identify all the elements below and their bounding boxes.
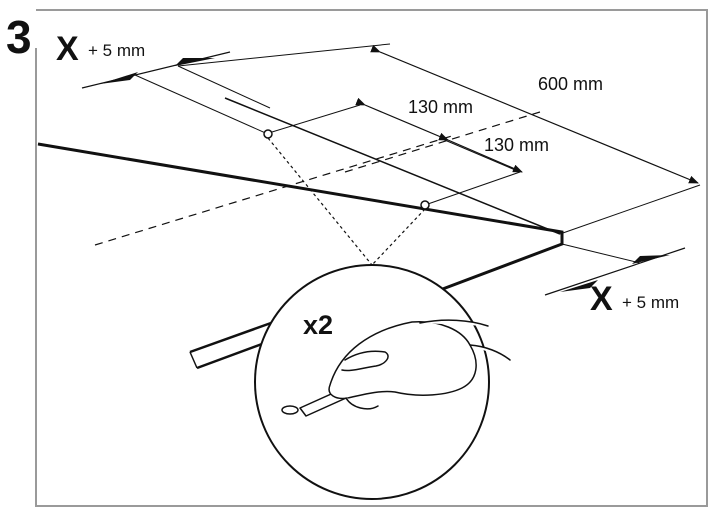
worktop-lower-edge-thin (189, 351, 198, 369)
depth-label: 600 mm (538, 74, 604, 94)
spacing-extension-top (271, 104, 361, 133)
worktop-edge-right (224, 97, 561, 235)
dashed-reference-long (94, 134, 456, 246)
depth-extension-top (177, 43, 391, 67)
mark-count-label: x2 (303, 310, 334, 340)
spacing-dimension-upper (355, 97, 449, 141)
worktop-front-bottom (37, 143, 76, 151)
right-offset-arrow-b (632, 255, 670, 264)
offset-arrow-right (175, 58, 215, 66)
mark-hole-right (420, 200, 430, 210)
mark-hole-left (263, 129, 273, 139)
spacing-dimension-lower (447, 139, 523, 173)
bottom-right-x-label: X (590, 280, 613, 318)
depth-extension-bottom (559, 184, 701, 235)
right-offset-extension (561, 243, 641, 264)
bottom-right-offset-label: + 5 mm (622, 293, 680, 312)
top-left-offset-label: + 5 mm (88, 41, 146, 60)
leader-dotted-left (267, 137, 373, 266)
diagram-frame (35, 9, 708, 507)
right-offset-arrow-a (560, 280, 598, 292)
upper-spacing-label: 130 mm (408, 97, 474, 117)
offset-extension-b (177, 65, 271, 109)
dashed-reference-short (344, 111, 541, 173)
right-offset-dimension (544, 247, 686, 296)
offset-extension-a (134, 74, 271, 136)
lower-spacing-label: 130 mm (484, 135, 550, 155)
depth-dimension-line (370, 44, 699, 184)
spacing-leader (424, 171, 521, 206)
top-left-x-label: X (56, 30, 79, 68)
offset-arrow-left (100, 72, 138, 84)
worktop-front-edge (37, 142, 564, 292)
step-number: 3 (6, 11, 32, 63)
leader-dotted-right (371, 208, 426, 266)
hand-pencil-icon (281, 319, 511, 417)
spacing-extension-mid (439, 137, 521, 173)
